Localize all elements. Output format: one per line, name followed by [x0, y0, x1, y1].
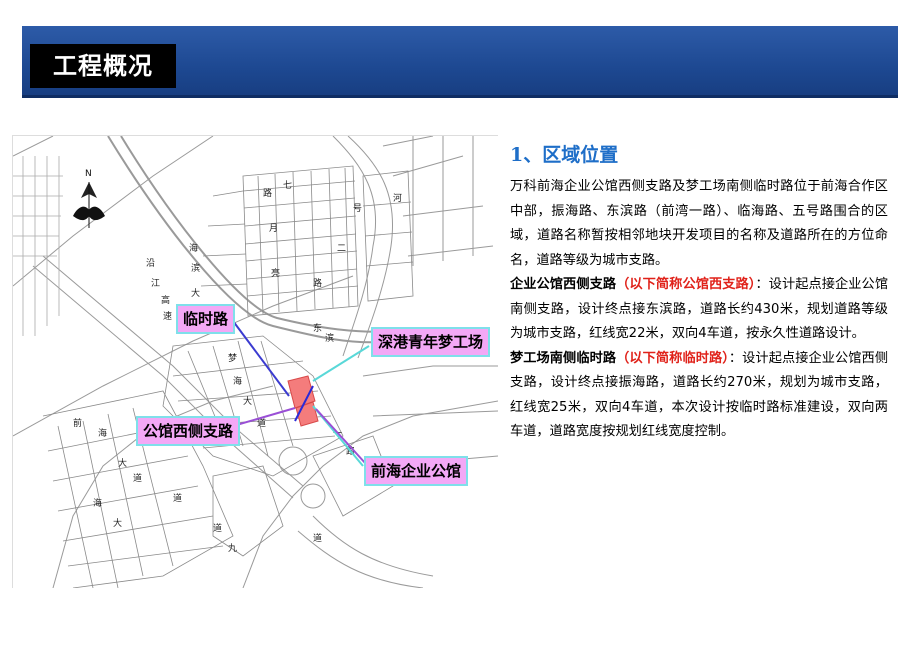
callout-enterprise-hall: 前海企业公馆 [364, 456, 469, 486]
svg-text:路: 路 [313, 277, 322, 289]
map-drawing: N 海 滨 大 道 沿 江 高 速 路 月 亮 梦 海 大 道 东 滨 前 海 … [13, 136, 498, 588]
svg-text:道: 道 [313, 532, 322, 544]
road2-alias: （以下简称临时路） [616, 350, 729, 366]
description-panel: 1、区域位置 万科前海企业公馆西侧支路及梦工场南侧临时路位于前海合作区中部，振海… [510, 140, 888, 445]
svg-text:道: 道 [173, 492, 182, 504]
svg-text:亮: 亮 [271, 267, 280, 279]
svg-text:海: 海 [98, 427, 107, 439]
section-title: 1、区域位置 [510, 144, 619, 166]
compass-icon: N [73, 169, 105, 228]
road2-desc: ：设计起点接企业公馆西侧支路，设计终点接振海路，道路长约270米，规划为城市支路… [510, 350, 889, 440]
callout-dream-workshop: 深港青年梦工场 [371, 327, 491, 357]
svg-text:沿: 沿 [146, 258, 155, 269]
callout-temp-road: 临时路 [176, 304, 236, 334]
svg-text:大: 大 [191, 287, 200, 299]
svg-text:号: 号 [353, 203, 362, 214]
svg-text:道: 道 [257, 417, 266, 429]
svg-text:大: 大 [113, 517, 122, 529]
page-title: 工程概况 [30, 44, 176, 88]
road2-name: 梦工场南侧临时路 [510, 350, 617, 366]
svg-text:滨: 滨 [325, 332, 334, 344]
svg-text:道: 道 [213, 522, 222, 534]
svg-text:大: 大 [243, 395, 252, 407]
callout-west-branch: 公馆西侧支路 [136, 416, 241, 446]
road1-name: 企业公馆西侧支路 [510, 277, 617, 292]
svg-text:高: 高 [161, 294, 170, 306]
svg-text:海: 海 [233, 375, 242, 387]
street-labels: 海 滨 大 道 沿 江 高 速 路 月 亮 梦 海 大 道 东 滨 前 海 大 … [73, 180, 402, 554]
project-site [287, 375, 316, 409]
svg-text:河: 河 [393, 192, 402, 204]
svg-text:道: 道 [133, 472, 142, 484]
svg-text:月: 月 [269, 223, 278, 234]
location-map: N 海 滨 大 道 沿 江 高 速 路 月 亮 梦 海 大 道 东 滨 前 海 … [12, 135, 498, 588]
road2-paragraph: 梦工场南侧临时路（以下简称临时路）：设计起点接企业公馆西侧支路，设计终点接振海路… [510, 347, 888, 445]
svg-text:N: N [85, 169, 92, 179]
svg-text:大: 大 [118, 457, 127, 469]
svg-text:梦: 梦 [228, 353, 237, 364]
road1-desc: ：设计起点接企业公馆南侧支路，设计终点接东滨路，道路长约430米，规划道路等级为… [510, 277, 889, 341]
svg-text:前: 前 [73, 417, 82, 429]
svg-text:东: 东 [313, 322, 322, 334]
intro-paragraph: 万科前海企业公馆西侧支路及梦工场南侧临时路位于前海合作区中部，振海路、东滨路（前… [510, 179, 888, 268]
road1-alias: （以下简称公馆西支路） [616, 277, 756, 292]
svg-text:海: 海 [93, 497, 102, 509]
svg-text:九: 九 [228, 543, 237, 554]
svg-text:速: 速 [163, 311, 172, 322]
svg-text:二: 二 [337, 244, 346, 254]
svg-text:江: 江 [151, 278, 160, 289]
road1-paragraph: 企业公馆西侧支路（以下简称公馆西支路）：设计起点接企业公馆南侧支路，设计终点接东… [510, 273, 888, 347]
svg-text:路: 路 [263, 187, 272, 199]
temp-road-route [294, 385, 314, 422]
svg-text:七: 七 [283, 180, 292, 191]
svg-text:海: 海 [189, 242, 198, 254]
svg-text:滨: 滨 [191, 262, 200, 274]
